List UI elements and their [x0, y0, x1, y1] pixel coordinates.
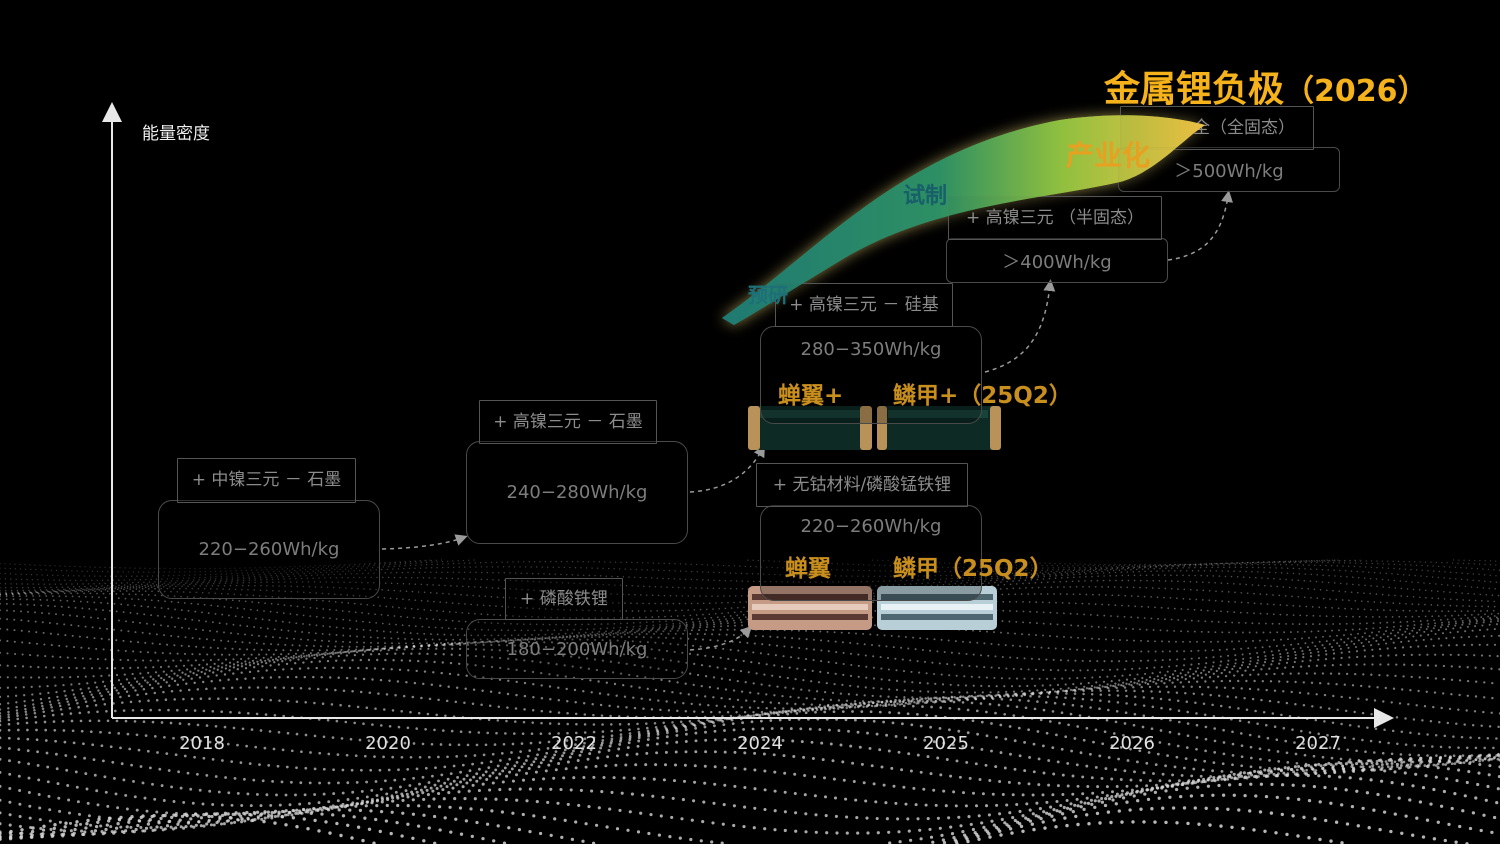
- year-label: 2024: [737, 733, 783, 754]
- year-label: 2018: [179, 733, 225, 754]
- density-value: 220−260Wh/kg: [198, 539, 340, 560]
- density-value: 220−260Wh/kg: [800, 516, 942, 537]
- density-box-lfp: 180−200Wh/kg: [466, 619, 688, 679]
- density-value: ＞500Wh/kg: [1174, 160, 1284, 182]
- stage-label-trial-front: 试制: [903, 184, 948, 209]
- product-label-linjia-plus: 鳞甲+（25Q2）: [893, 383, 1072, 409]
- arrow-2025-2026: [1167, 190, 1234, 261]
- product-label-linjia: 鳞甲（25Q2）: [893, 556, 1053, 582]
- battery-linjia: [877, 586, 997, 630]
- tech-label: + 中镍三元 － 石墨: [191, 470, 342, 490]
- density-box-2024-cobalt-free: 220−260Wh/kg: [760, 505, 982, 601]
- y-axis-label: 能量密度: [142, 124, 210, 144]
- tech-box-2025: + 高镍三元 （半固态）: [948, 196, 1162, 240]
- density-box-2022: 240−280Wh/kg: [466, 441, 688, 544]
- stage-label-industrialization-front: 产业化: [1066, 139, 1151, 172]
- density-box-2025: ＞400Wh/kg: [946, 238, 1168, 283]
- tech-label: + 高镍三元 － 石墨: [493, 411, 643, 432]
- year-label: 2020: [365, 733, 411, 754]
- density-box-2024-silicon: 280−350Wh/kg: [760, 326, 982, 424]
- arrow-2018-2022: [381, 534, 468, 550]
- battery-chanyi-plus: [748, 406, 872, 450]
- tech-box-2024-cobalt-free: + 无钴材料/磷酸锰铁锂: [756, 463, 968, 507]
- tech-label: + 高镍三元 （半固态）: [965, 207, 1145, 228]
- tech-label: + 磷酸铁锂: [520, 588, 608, 609]
- arrow-2024-2025: [984, 279, 1056, 373]
- battery-chanyi: [748, 586, 872, 630]
- product-label-chanyi: 蝉翼: [785, 556, 831, 582]
- tech-box-2022: + 高镍三元 － 石墨: [479, 400, 657, 444]
- arrow-2022-2024: [689, 444, 765, 493]
- year-label: 2026: [1109, 733, 1155, 754]
- title-main: 金属锂负极: [1104, 69, 1285, 110]
- density-box-2026: ＞500Wh/kg: [1118, 147, 1340, 192]
- tech-box-2024-silicon: + 高镍三元 － 硅基: [775, 283, 953, 327]
- tech-label: + 高镍三元 － 硅基: [789, 294, 939, 315]
- year-label: 2022: [551, 733, 597, 754]
- tech-box-lfp: + 磷酸铁锂: [505, 578, 623, 620]
- year-label: 2027: [1295, 733, 1341, 754]
- density-value: ＞400Wh/kg: [1002, 251, 1112, 273]
- density-value: 240−280Wh/kg: [506, 482, 648, 503]
- density-value: 280−350Wh/kg: [800, 339, 942, 360]
- stage-label-research-front: 预研: [748, 283, 788, 307]
- density-value: 180−200Wh/kg: [506, 638, 648, 660]
- slide-title: 金属锂负极（2026）: [1104, 60, 1428, 112]
- tech-label: 全（全固态）: [1193, 117, 1295, 138]
- product-label-chanyi-plus: 蝉翼+: [778, 383, 844, 409]
- title-year: （2026）: [1284, 74, 1428, 109]
- tech-label: + 无钴材料/磷酸锰铁锂: [772, 474, 952, 495]
- year-label: 2025: [923, 733, 969, 754]
- tech-box-2018: + 中镍三元 － 石墨: [177, 458, 356, 503]
- density-box-2018: 220−260Wh/kg: [158, 500, 380, 599]
- arrow-lfp-2024: [689, 625, 753, 651]
